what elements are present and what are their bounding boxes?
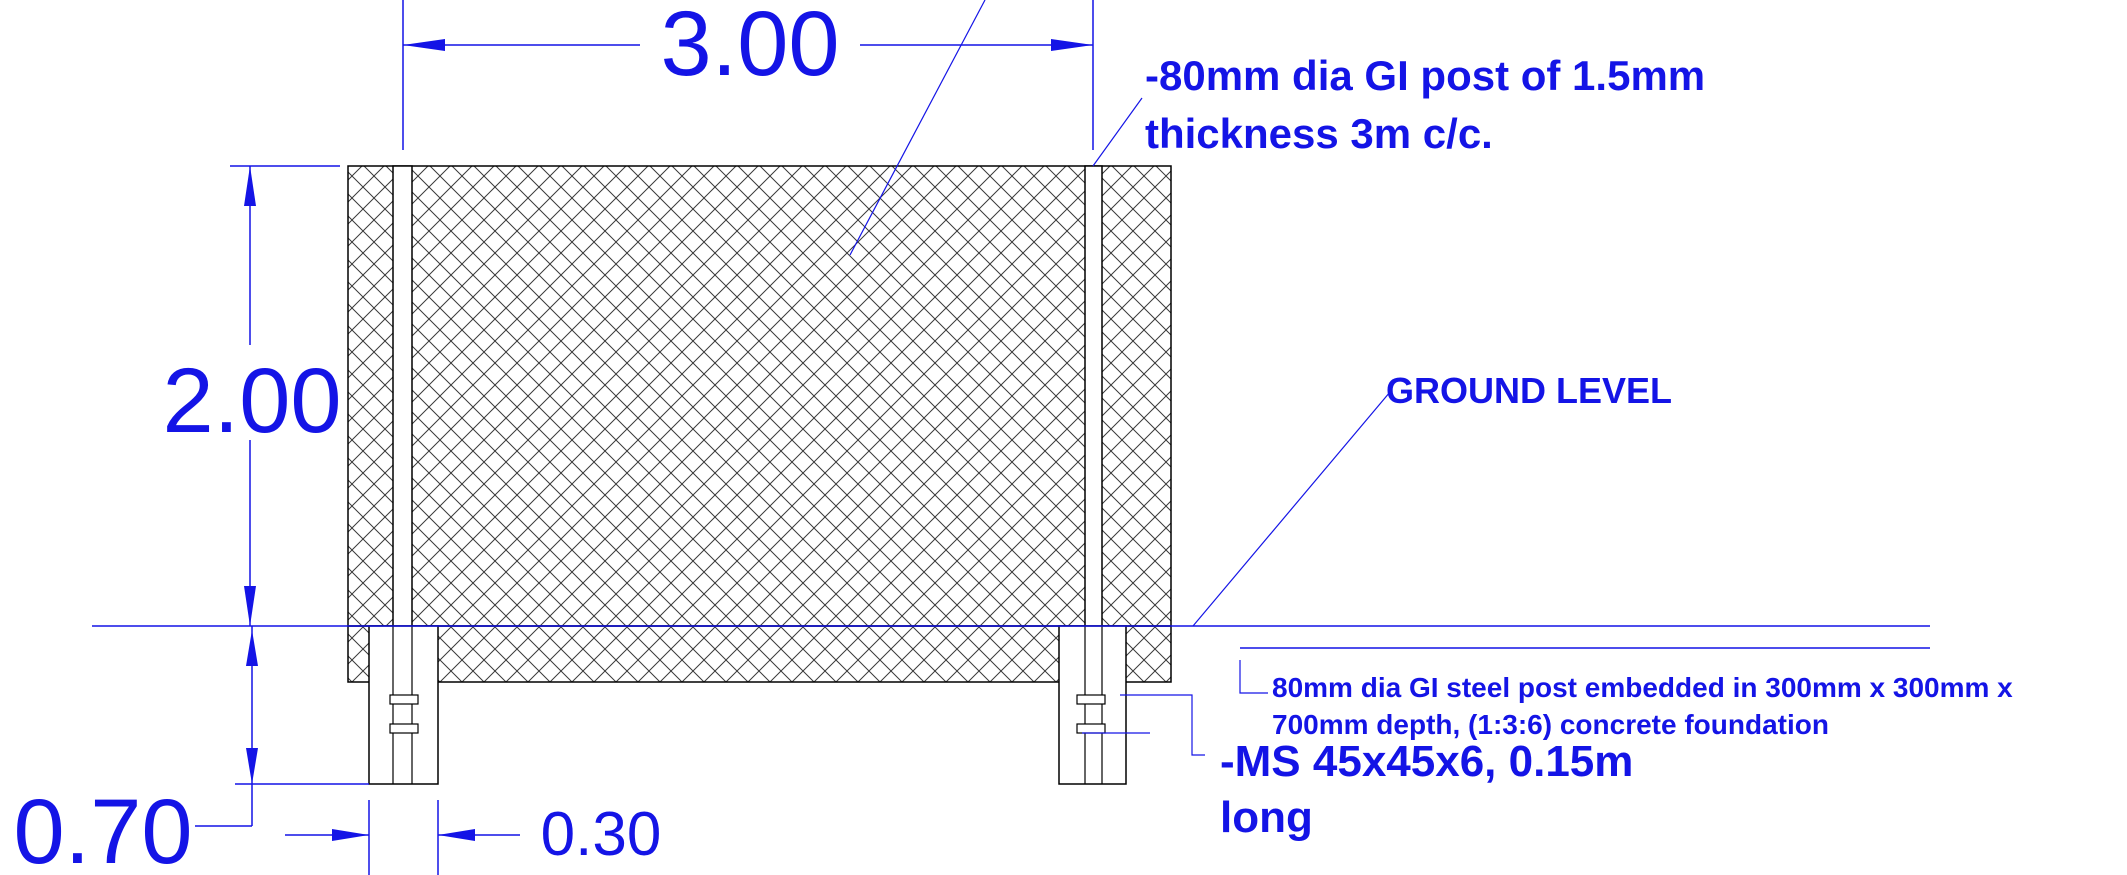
foundation-note-line1: 80mm dia GI steel post embedded in 300mm… [1272,672,2013,703]
post-note-line1: -80mm dia GI post of 1.5mm [1145,52,1705,99]
left-foundation [368,625,439,785]
dimension-foundation-width: 0.30 [541,800,662,869]
foundations [368,625,1127,785]
right-foundation [1058,625,1127,785]
mesh-panel [347,165,1172,683]
right-ms-angle-bottom [1076,723,1106,734]
dimension-lines [195,0,1094,875]
annotation-notes: -80mm dia GI post of 1.5mm thickness 3m … [1145,52,2013,842]
dimension-post-spacing: 3.00 [660,0,839,95]
ground-level-label: GROUND LEVEL [1386,370,1672,411]
ground-line [92,625,1930,649]
angle-note-line2: long [1220,793,1313,842]
leader-lines [849,0,1391,756]
left-post [392,165,413,627]
mesh-panel-upper [347,165,1172,627]
angle-note-line1: -MS 45x45x6, 0.15m [1220,737,1633,786]
dimension-labels: 3.00 2.00 0.70 0.30 [13,0,839,875]
post-note-line2: thickness 3m c/c. [1145,110,1493,157]
left-ms-angle-bottom [389,723,419,734]
left-ms-angle-top [389,694,419,705]
dimension-fence-height: 2.00 [162,350,341,452]
right-ms-angle-top [1076,694,1106,705]
foundation-note-line2: 700mm depth, (1:3:6) concrete foundation [1272,709,1829,740]
mesh-panel-below-ground [347,625,1172,683]
right-post [1084,165,1103,627]
gi-posts [392,165,1103,627]
dimension-foundation-depth: 0.70 [13,781,192,875]
